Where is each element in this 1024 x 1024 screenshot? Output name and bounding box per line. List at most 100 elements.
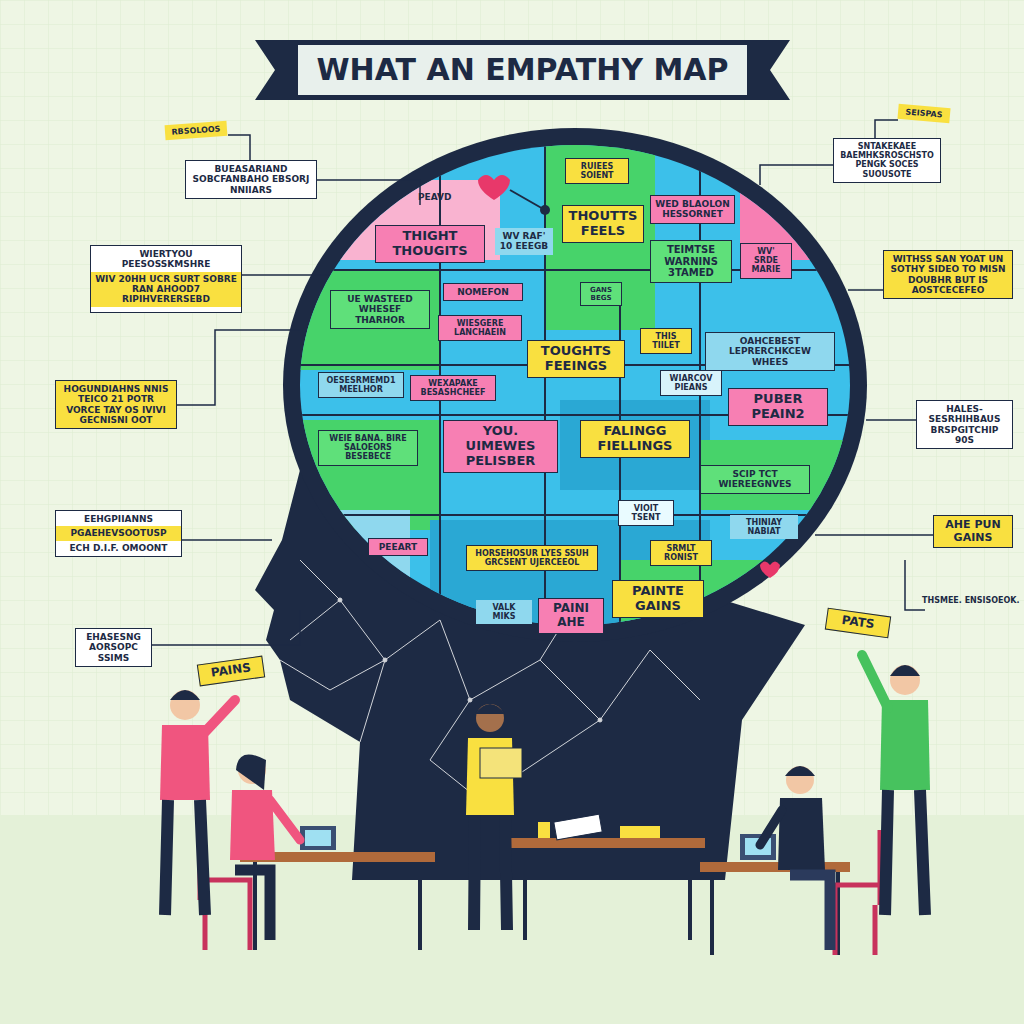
sticky-note: WEXAPAKE BESASHCHEEF (410, 375, 496, 401)
note-text: RUIEES SOIENT (570, 162, 624, 180)
callout-box: EHASESNG AORSOPC SSIMS (75, 628, 152, 667)
note-text: HALES- SESRHIHBAUS BRSPGITCHIP 90S (921, 404, 1008, 445)
brain-panels (290, 130, 870, 640)
callout-box: BUEASARIAND SOBCFANBAHO EBSORJ NNIIARS (185, 160, 317, 199)
sticky-note: NOMEFON (443, 283, 523, 301)
sticky-note: THOUTTS FEELS (562, 205, 644, 243)
note-text: WV RAF' 10 EEEGB (499, 231, 549, 252)
note-text: EEHGPIIANNS (60, 514, 177, 524)
sticky-note: SRMLT RONIST (650, 540, 712, 566)
callout-box: HALES- SESRHIHBAUS BRSPGITCHIP 90S (916, 400, 1013, 449)
note-text: OAHCEBEST LEPRERCHKCEW WHEES (710, 336, 830, 367)
note-text: EHASESNG AORSOPC SSIMS (80, 632, 147, 663)
held-card: PAINS (197, 656, 265, 687)
heart-icon (760, 562, 780, 579)
note-text: UE WASTEED WHESEF THARHOR (335, 294, 425, 325)
note-text: THOUTTS FEELS (567, 209, 639, 239)
note-text: OESESRMEMD1 MEELHOR (323, 376, 399, 394)
person-seated (230, 754, 300, 940)
note-text: TOUGHTS FEEINGS (532, 344, 620, 374)
sticky-note: YOU. UIMEWES PELISBER (443, 420, 558, 473)
callout-box: WIERTYOU PEESOSSKMSHREWIV 20HH UCR SURT … (90, 245, 242, 313)
sticky-note: FALINGG FIELLINGS (580, 420, 690, 458)
brain-note: OAHCEBEST LEPRERCHKCEW WHEES (705, 332, 835, 371)
note-text: WED BLAOLON HESSORNET (655, 199, 730, 220)
brain-note: VIOIT TSENT (618, 500, 674, 526)
brain-note: THINIAY NABIAT (730, 515, 798, 539)
person-seated (760, 766, 830, 950)
note-text: THIGHT THOUGITS (380, 229, 480, 259)
note-text: TEIMTSE WARNINS 3TAMED (655, 244, 727, 279)
heart-icon (478, 175, 510, 200)
note-text: ECH D.I.F. OMOONT (60, 543, 177, 553)
sticky-note: SEISPAS (897, 104, 950, 124)
note-text: WIV 20HH UCR SURT SOBRE RAN AHOOD7 RIPIH… (91, 272, 241, 307)
note-text: PAINS (202, 660, 259, 681)
note-text: RBSOLOOS (169, 124, 224, 137)
note-text: PATS (830, 612, 885, 633)
held-card: PATS (825, 608, 891, 638)
note-text: WEIE BANA. BIRE SALOEORS BESEBECE (323, 434, 413, 462)
sticky-note: TOUGHTS FEEINGS (527, 340, 625, 378)
person-standing (466, 704, 522, 930)
note-text: PEEART (373, 542, 423, 552)
sticky-note: THIGHT THOUGITS (375, 225, 485, 263)
note-text: WV' SRDE MARIE (745, 247, 787, 275)
note-text: WIARCOV PIEANS (665, 374, 717, 392)
note-text: VIOIT TSENT (623, 504, 669, 522)
sticky-note: RBSOLOOS (165, 121, 228, 140)
callout-box: WITHSS SAN YOAT UN SOTHY SIDEO TO MISN D… (883, 250, 1013, 299)
note-text: AHE PUN GAINS (938, 519, 1008, 544)
sticky-note: WEIE BANA. BIRE SALOEORS BESEBECE (318, 430, 418, 466)
brain-note: VALK MIKS (476, 600, 532, 624)
callout-box: AHE PUN GAINS (933, 515, 1013, 548)
free-label: THSMEE. ENSISOEOK. (922, 596, 1020, 605)
note-text: WIESGERE LANCHAEIN (443, 319, 517, 337)
person-standing (160, 690, 235, 915)
sticky-note: PEEART (368, 538, 428, 556)
note-text: PAINTE GAINS (617, 584, 699, 614)
callout-box: SNTAKEKAEE BAEMHKSROSCHSTO PENGK SOCES S… (833, 138, 941, 183)
note-text: FALINGG FIELLINGS (585, 424, 685, 454)
sticky-note: PAINI AHE (538, 598, 604, 634)
brain-dot (540, 205, 550, 215)
note-text: SNTAKEKAEE BAEMHKSROSCHSTO PENGK SOCES S… (838, 142, 936, 179)
note-text: PUBER PEAIN2 (733, 392, 823, 422)
note-text: WEXAPAKE BESASHCHEEF (415, 379, 491, 397)
sticky-note: PAINTE GAINS (612, 580, 704, 618)
free-label: PEAVD (418, 192, 452, 202)
note-text: THIS TIILET (645, 332, 687, 350)
leader-lines (152, 120, 933, 645)
sticky-note: HORSEHOSUR LYES SSUH GRCSENT UJERCEEOL (466, 545, 598, 571)
sticky-note: RUIEES SOIENT (565, 158, 629, 184)
brain-arrow (510, 190, 545, 210)
note-text: SCIP TCT WIEREEGNVES (705, 469, 805, 490)
note-text: BUEASARIAND SOBCFANBAHO EBSORJ NNIIARS (190, 164, 312, 195)
sticky-note: GANS BEGS (580, 282, 622, 306)
title: WHAT AN EMPATHY MAP (300, 46, 745, 94)
note-text: HORSEHOSUR LYES SSUH GRCSENT UJERCEEOL (471, 549, 593, 567)
brain-note: OESESRMEMD1 MEELHOR (318, 372, 404, 398)
title-ribbon (255, 40, 790, 100)
note-text: PGAEHEVSOOTUSP (56, 526, 181, 540)
note-text: HOGUNDIAHNS NNIS TEICO 21 POTR VORCE TAY… (60, 384, 172, 425)
note-text: YOU. UIMEWES PELISBER (448, 424, 553, 469)
person-standing (862, 655, 930, 915)
brain-note: WIARCOV PIEANS (660, 370, 722, 396)
sticky-note: UE WASTEED WHESEF THARHOR (330, 290, 430, 329)
callout-box: EEHGPIIANNS PGAEHEVSOOTUSP ECH D.I.F. OMOO… (55, 510, 182, 557)
sticky-note: SCIP TCT WIEREEGNVES (700, 465, 810, 494)
note-text: VALK MIKS (480, 603, 528, 621)
note-text: GANS BEGS (585, 286, 617, 302)
desks (240, 814, 850, 955)
note-text: SEISPAS (902, 107, 947, 120)
callout-box: HOGUNDIAHNS NNIS TEICO 21 POTR VORCE TAY… (55, 380, 177, 429)
note-text: WITHSS SAN YOAT UN SOTHY SIDEO TO MISN D… (888, 254, 1008, 295)
note-text: PAINI AHE (543, 602, 599, 630)
title-panel (298, 45, 747, 95)
note-text: WIERTYOU PEESOSSKMSHRE (95, 249, 237, 270)
note-text: SRMLT RONIST (655, 544, 707, 562)
brain-note: WV RAF' 10 EEEGB (495, 228, 553, 255)
note-text: NOMEFON (448, 287, 518, 297)
